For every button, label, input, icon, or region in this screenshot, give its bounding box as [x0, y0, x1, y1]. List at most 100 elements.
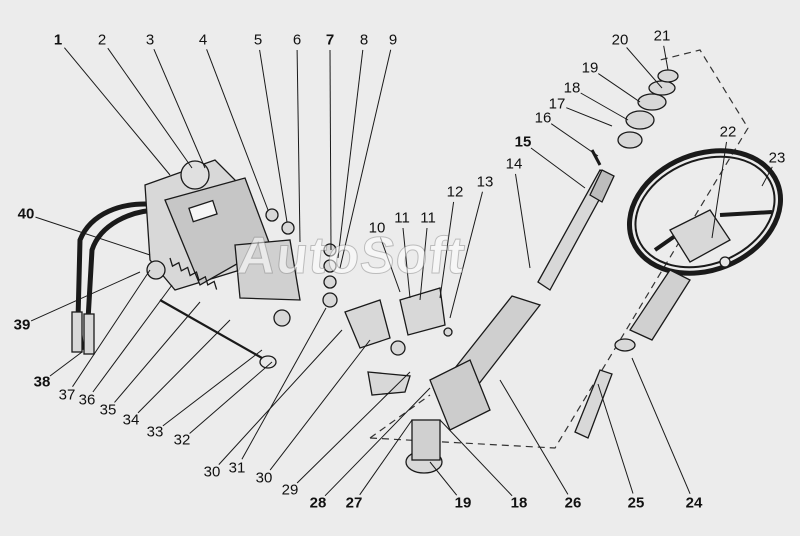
- leader-line: [580, 92, 629, 121]
- callout-label: 26: [564, 494, 582, 512]
- leader-line: [530, 147, 586, 189]
- leader-line: [49, 351, 83, 377]
- bearing-stack: [617, 69, 679, 149]
- leader-line: [259, 49, 288, 223]
- callout-label: 21: [653, 27, 671, 45]
- leader-line: [114, 301, 201, 403]
- leader-line: [439, 201, 455, 299]
- leader-line: [218, 329, 343, 465]
- callout-label: 30: [255, 469, 273, 487]
- leader-line: [663, 45, 669, 71]
- callout-label: 20: [611, 31, 629, 49]
- leader-line: [206, 49, 269, 211]
- leader-line: [337, 49, 364, 259]
- leader-line: [566, 107, 613, 127]
- callout-label: 9: [388, 31, 398, 49]
- callout-label: 35: [99, 401, 117, 419]
- leader-line: [379, 237, 401, 293]
- callout-label: 23: [768, 149, 786, 167]
- leader-line: [64, 47, 171, 176]
- leader-line: [515, 173, 531, 269]
- leader-line: [30, 271, 141, 322]
- parts-group: [71, 69, 784, 474]
- leader-line: [711, 141, 727, 239]
- callout-label: 27: [345, 494, 363, 512]
- leader-line: [598, 73, 641, 103]
- callout-label: 1: [53, 31, 63, 49]
- leader-line: [429, 461, 458, 496]
- callout-label: 3: [145, 31, 155, 49]
- pedal-plate: [367, 371, 411, 396]
- leader-line: [189, 361, 273, 434]
- callout-label: 8: [359, 31, 369, 49]
- leader-line: [324, 387, 431, 497]
- spring: [169, 257, 218, 290]
- small-parts: [265, 208, 453, 356]
- leader-line: [550, 123, 599, 157]
- shaft-sleeve: [589, 169, 615, 203]
- leader-line: [439, 419, 513, 497]
- leader-line: [359, 419, 413, 496]
- callout-label: 18: [510, 494, 528, 512]
- leader-line: [597, 383, 634, 494]
- callout-label: 22: [719, 123, 737, 141]
- leader-line: [329, 49, 332, 251]
- dashed-frame: [369, 49, 749, 449]
- collar: [614, 338, 636, 352]
- bracket: [146, 260, 166, 280]
- callout-label: 6: [292, 31, 302, 49]
- leader-line: [92, 284, 173, 393]
- callout-label: 11: [394, 209, 410, 227]
- callout-label: 16: [534, 109, 552, 127]
- leader-line: [761, 166, 773, 187]
- callout-label: 25: [627, 494, 645, 512]
- steering-column: [405, 295, 542, 474]
- callout-label: 38: [33, 373, 51, 391]
- callout-label: 10: [368, 219, 386, 237]
- wheel-hub: [669, 209, 731, 263]
- watermark: AutoSoft: [234, 227, 469, 286]
- wheel-knob: [719, 256, 731, 268]
- leader-lines: [30, 45, 773, 497]
- callout-label: 19: [454, 494, 472, 512]
- callout-label: 2: [97, 31, 107, 49]
- callout-label: 5: [253, 31, 263, 49]
- leader-line: [35, 216, 151, 256]
- steering-gear-housing: [144, 159, 301, 301]
- callout-label: 12: [446, 183, 464, 201]
- hose-end-right: [83, 313, 95, 355]
- leader-line: [153, 49, 206, 169]
- lower-column: [629, 269, 691, 341]
- callout-label: 24: [685, 494, 703, 512]
- callout-label: 40: [17, 205, 35, 223]
- leader-line: [626, 47, 663, 89]
- leader-line: [296, 371, 411, 484]
- leader-line: [107, 47, 193, 169]
- leader-line: [137, 319, 231, 414]
- callout-label: 28: [309, 494, 327, 512]
- callout-label: 14: [505, 155, 523, 173]
- leader-line: [162, 349, 263, 427]
- leader-line: [269, 339, 371, 471]
- callout-label: 36: [78, 391, 96, 409]
- leader-line: [419, 227, 428, 301]
- leader-line: [449, 191, 483, 319]
- leader-line: [296, 49, 301, 243]
- callout-label: 34: [122, 411, 140, 429]
- callout-label: 17: [548, 95, 566, 113]
- lower-shaft: [574, 369, 613, 439]
- callout-label: 30: [203, 463, 221, 481]
- leader-line: [241, 307, 327, 460]
- callout-label: 29: [281, 481, 299, 499]
- leader-line: [72, 269, 151, 387]
- callout-label: 19: [581, 59, 599, 77]
- callout-label: 18: [563, 79, 581, 97]
- control-rod: [159, 299, 263, 359]
- callout-label: 7: [325, 31, 335, 49]
- leader-line: [339, 49, 392, 269]
- callout-label: 31: [228, 459, 246, 477]
- leader-line: [402, 227, 411, 299]
- leader-line: [631, 357, 691, 494]
- callout-label: 33: [146, 423, 164, 441]
